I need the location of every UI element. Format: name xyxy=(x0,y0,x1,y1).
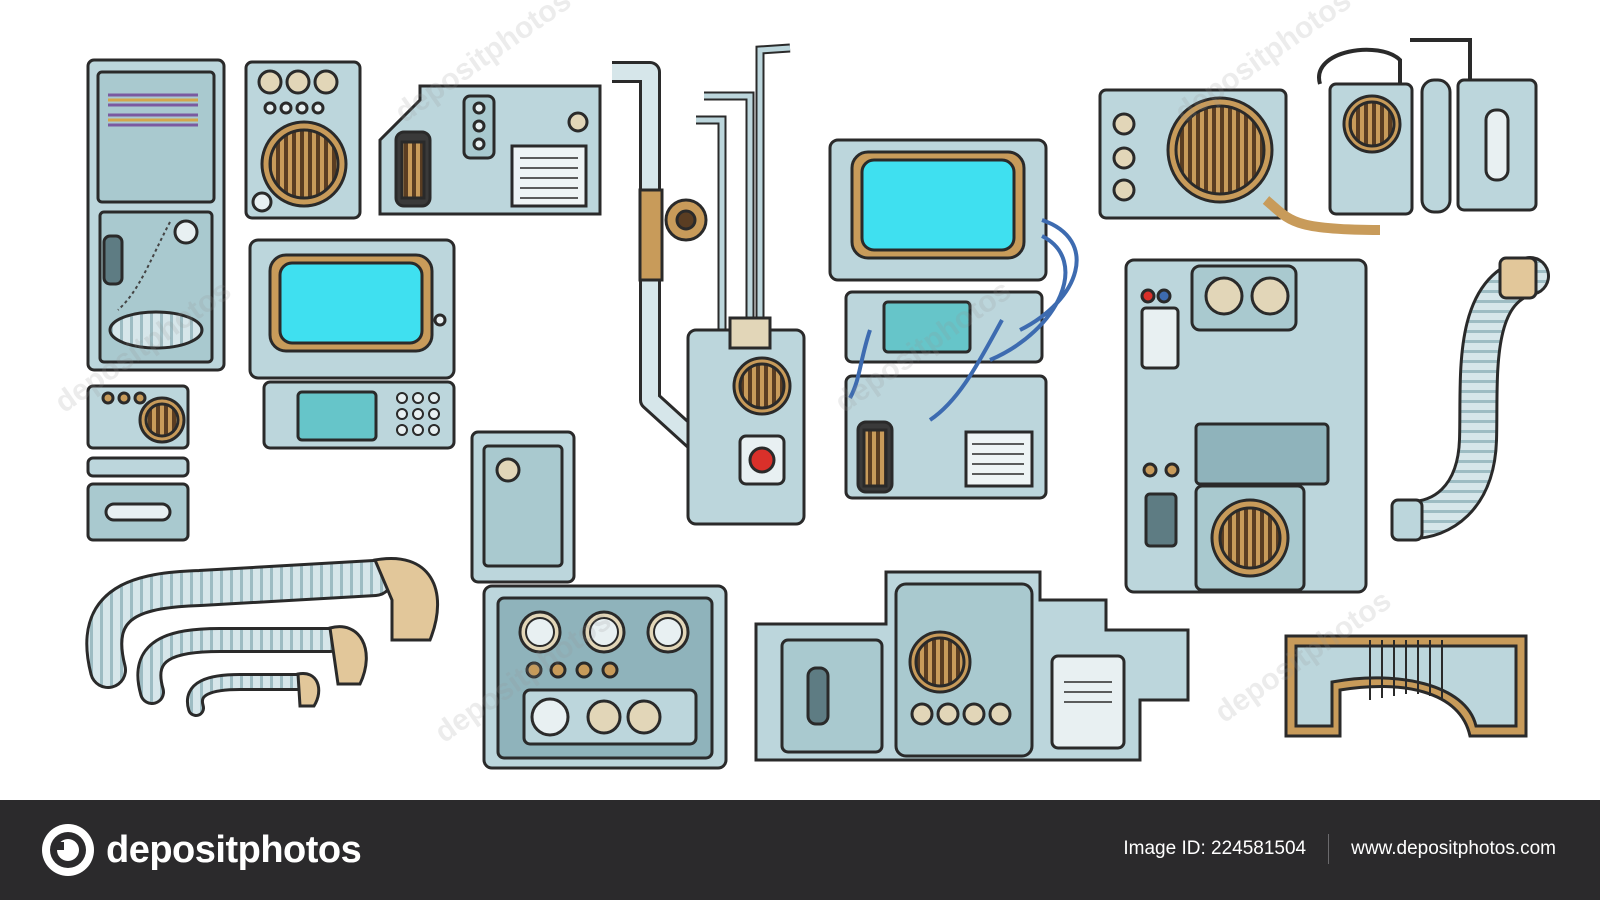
flexible-hoses xyxy=(85,557,440,717)
crt-monitor-center xyxy=(828,138,1079,500)
divider xyxy=(1328,834,1330,864)
image-id: Image ID: 224581504 xyxy=(1123,838,1307,859)
crt-monitor-left xyxy=(248,238,456,450)
duct-elbow xyxy=(1284,634,1528,738)
vent-box xyxy=(378,84,602,216)
gauge-console xyxy=(470,430,728,770)
footer-bar: depositphotos Image ID: 224581504 www.de… xyxy=(0,800,1600,900)
tall-right-machine xyxy=(1124,258,1368,594)
depositphotos-logo[interactable]: depositphotos xyxy=(40,822,362,878)
pipe-valve-assembly xyxy=(612,43,806,526)
site-link[interactable]: www.depositphotos.com xyxy=(1351,838,1556,859)
logo-text: depositphotos xyxy=(106,828,362,871)
right-hose xyxy=(1390,256,1550,542)
left-wiring-panel xyxy=(86,58,226,372)
small-speaker-box xyxy=(86,384,190,542)
speaker-unit-top-right xyxy=(1098,38,1538,235)
speaker-panel xyxy=(244,60,362,220)
camera-logo-icon xyxy=(42,824,94,876)
retro-machinery-illustration xyxy=(85,38,1550,770)
illustration-canvas: depositphotos depositphotos depositphoto… xyxy=(48,0,1550,770)
image-meta: Image ID: 224581504 www.depositphotos.co… xyxy=(1123,834,1556,864)
wide-control-panel xyxy=(754,570,1190,762)
